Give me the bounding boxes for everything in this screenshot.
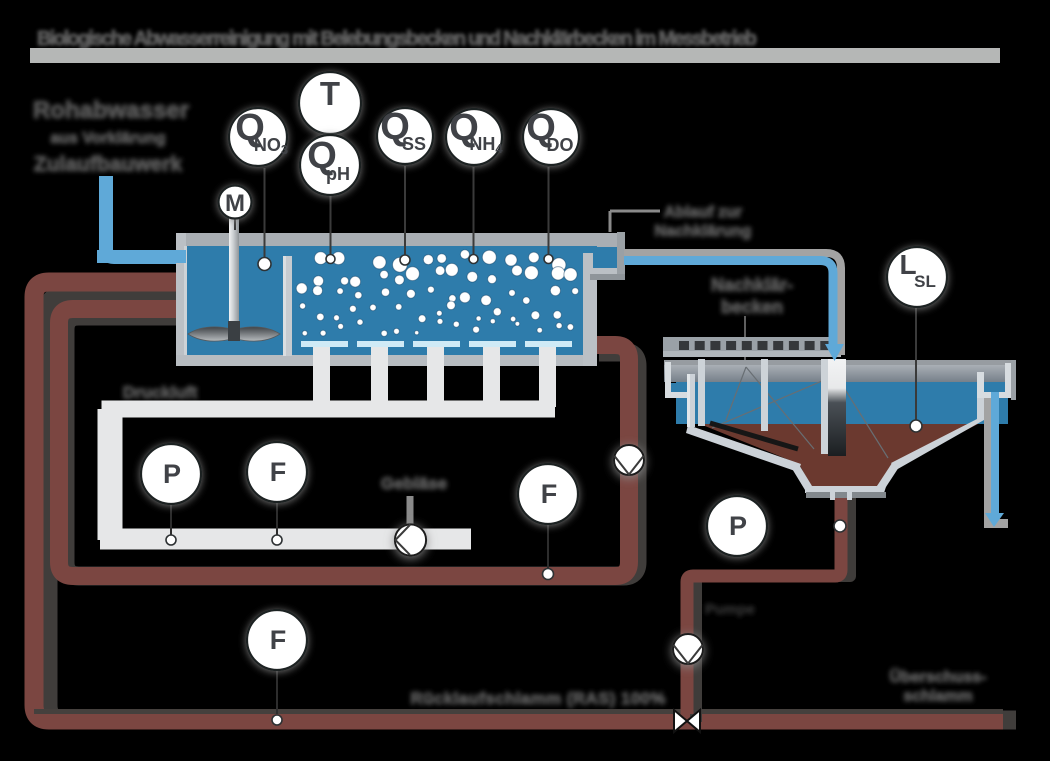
svg-text:P: P xyxy=(163,459,181,489)
svg-text:T: T xyxy=(320,75,340,112)
svg-text:SL: SL xyxy=(914,272,936,291)
svg-text:Q: Q xyxy=(449,107,479,149)
svg-text:Pumpe: Pumpe xyxy=(705,601,755,618)
svg-text:Q: Q xyxy=(307,135,337,177)
svg-text:becken: becken xyxy=(721,297,783,317)
svg-text:Rücklaufschlamm (RAS) 100%: Rücklaufschlamm (RAS) 100% xyxy=(411,689,666,708)
svg-text:P: P xyxy=(729,511,747,541)
svg-text:SS: SS xyxy=(402,134,426,154)
svg-text:M: M xyxy=(225,190,245,217)
svg-text:pH: pH xyxy=(326,164,350,184)
svg-text:aus Vorklärung: aus Vorklärung xyxy=(50,130,165,147)
svg-text:Ablauf zur: Ablauf zur xyxy=(664,204,742,221)
svg-text:Rohabwasser: Rohabwasser xyxy=(33,97,189,124)
svg-text:Q: Q xyxy=(380,106,410,148)
svg-text:L: L xyxy=(899,249,916,280)
svg-text:Q: Q xyxy=(235,107,265,149)
svg-text:NO3: NO3 xyxy=(254,135,288,157)
svg-text:Gebläse: Gebläse xyxy=(381,474,447,493)
svg-text:F: F xyxy=(270,457,287,487)
svg-text:schlamm: schlamm xyxy=(903,688,972,705)
svg-text:F: F xyxy=(270,625,287,655)
svg-text:Zulaufbauwerk: Zulaufbauwerk xyxy=(34,153,183,176)
svg-text:F: F xyxy=(541,479,558,509)
svg-text:Q: Q xyxy=(526,107,556,149)
svg-text:Überschuss-: Überschuss- xyxy=(890,667,987,686)
svg-text:DO: DO xyxy=(547,135,574,155)
svg-text:Nachklärung: Nachklärung xyxy=(655,223,752,240)
svg-text:Nachklär-: Nachklär- xyxy=(711,275,793,295)
svg-text:Biologische Abwasserreinigung: Biologische Abwasserreinigung mit Belebu… xyxy=(37,28,757,50)
svg-text:NH4: NH4 xyxy=(469,134,503,156)
svg-text:Druckluft: Druckluft xyxy=(123,383,198,402)
